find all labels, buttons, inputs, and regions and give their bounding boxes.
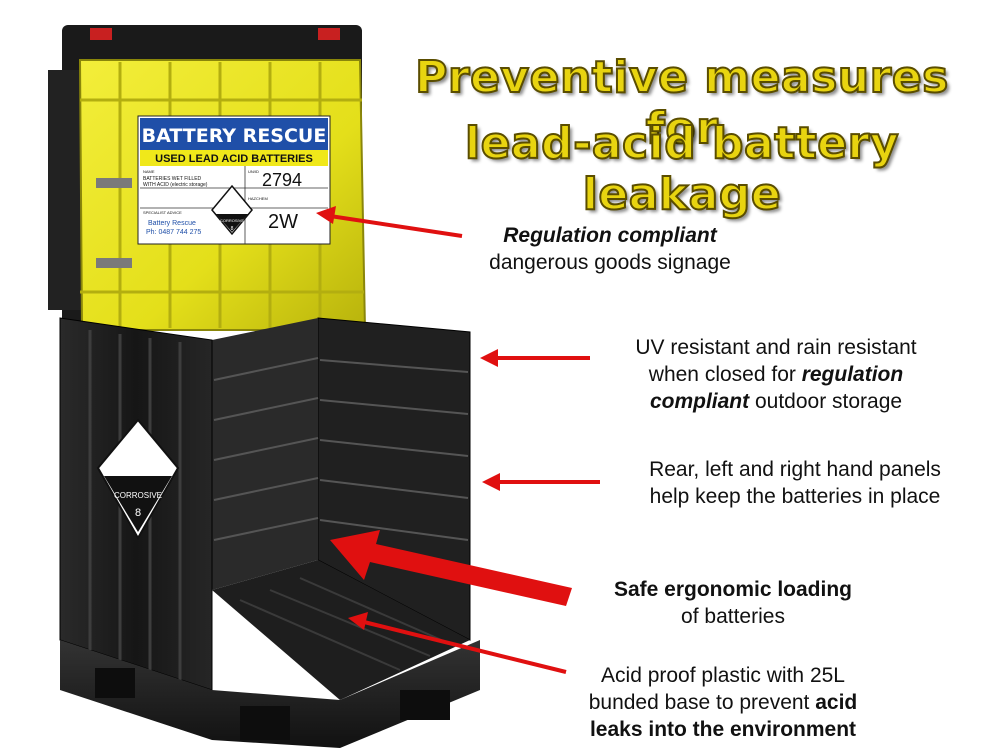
uv-line3-post: outdoor storage [749, 390, 903, 413]
panels-line2: help keep the batteries in place [649, 485, 941, 508]
acid-line2-bold: acid [815, 691, 858, 714]
signage-line2: dangerous goods signage [489, 251, 731, 274]
panels-line1: Rear, left and right hand panels [649, 458, 941, 481]
label-hazchem-code: 2W [268, 211, 298, 233]
acid-line1: Acid proof plastic with 25L [601, 664, 845, 687]
label-hazchem-caption: HAZCHEM [248, 196, 268, 201]
uv-line3-bold: compliant [649, 390, 750, 413]
annotation-uv: UV resistant and rain resistant when clo… [596, 334, 956, 415]
label-name-text2: WITH ACID (electric storage) [143, 182, 208, 188]
side-diamond-text: CORROSIVE [114, 491, 162, 500]
arrow-to-loading [330, 530, 572, 606]
label-name-caption: NAME [143, 169, 155, 174]
title-line-1: Preventive measures for [414, 51, 949, 155]
label-diamond-class: 8 [231, 226, 234, 232]
arrow-to-label [316, 206, 463, 238]
label-advice-phone: Ph: 0487 744 275 [146, 229, 201, 236]
label-un-number: 2794 [262, 170, 302, 190]
label-advice-caption: SPECIALIST ADVICE [143, 210, 182, 215]
arrow-to-panels [482, 473, 600, 491]
uv-line2-bold: regulation [801, 363, 904, 386]
dangerous-goods-label: BATTERY RESCUE USED LEAD ACID BATTERIES … [137, 115, 331, 245]
uv-line1: UV resistant and rain resistant [635, 336, 917, 359]
label-banner: BATTERY RESCUE [142, 125, 327, 147]
title-line-2: lead-acid battery leakage [464, 117, 900, 221]
acid-line3-bold: leaks into the environment [589, 718, 857, 741]
label-name-text: BATTERIES WET FILLED [143, 176, 202, 182]
annotation-signage: Regulation compliant dangerous goods sig… [440, 222, 780, 276]
annotation-loading: Safe ergonomic loading of batteries [578, 576, 888, 630]
arrow-to-base [348, 612, 567, 674]
annotation-arrows [316, 206, 600, 674]
annotation-acid: Acid proof plastic with 25L bunded base … [548, 662, 898, 743]
acid-line2-pre: bunded base to prevent [588, 691, 816, 714]
label-subbanner: USED LEAD ACID BATTERIES [155, 153, 313, 165]
black-crate [59, 317, 480, 748]
label-un-caption: UN/ID [248, 169, 259, 174]
loading-bold: Safe ergonomic loading [613, 578, 853, 601]
uv-line2-pre: when closed for [648, 363, 802, 386]
annotation-panels: Rear, left and right hand panels help ke… [610, 456, 980, 510]
label-advice-name: Battery Rescue [148, 220, 196, 227]
side-diamond-class: 8 [135, 507, 141, 519]
label-diamond-text: CORROSIVE [220, 218, 244, 223]
side-corrosive-diamond: CORROSIVE 8 [96, 418, 180, 541]
signage-bold: Regulation compliant [503, 224, 717, 247]
arrow-to-top-edge [480, 349, 590, 367]
loading-line2: of batteries [681, 605, 785, 628]
